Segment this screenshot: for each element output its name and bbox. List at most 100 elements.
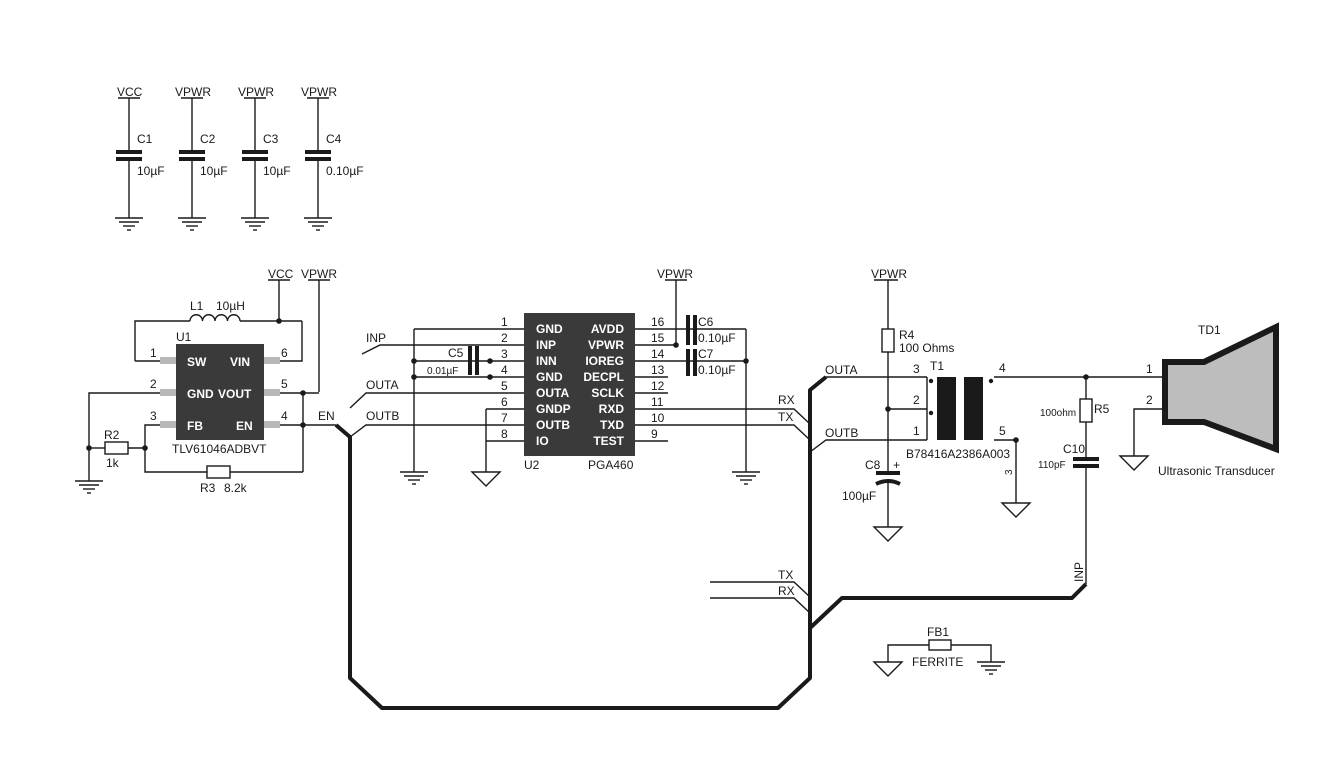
- rx-net-label: RX: [778, 393, 795, 407]
- ferrite-section: FB1 FERRITE: [873, 625, 1006, 677]
- ic-u1-body: [176, 344, 264, 440]
- u2-pin-num-4: 4: [501, 363, 508, 377]
- u2-pin-num-14: 14: [651, 347, 665, 361]
- u2-ref: U2: [524, 458, 540, 472]
- u2-pin-outb: OUTB: [536, 418, 570, 432]
- u2-pin-gnd: GND: [536, 322, 563, 336]
- decoupling-cap-c3: VPWR C3 10µF: [238, 85, 291, 231]
- u1-pin-en: EN: [236, 419, 253, 433]
- c10-value: 110pF: [1038, 460, 1066, 471]
- c8-plus: +: [893, 458, 900, 472]
- c3-ref: C3: [263, 132, 279, 146]
- c6-ref: C6: [698, 315, 714, 329]
- r2-ref: R2: [104, 428, 120, 442]
- u2-pin-num-6: 6: [501, 395, 508, 409]
- u2-pin-txd: TXD: [600, 418, 624, 432]
- td1-ref: TD1: [1198, 323, 1221, 337]
- u1-pin-num-6: 6: [281, 346, 288, 360]
- u2-pin-outa: OUTA: [536, 386, 569, 400]
- c2-value: 10µF: [200, 164, 228, 178]
- u1-pin-sw: SW: [187, 355, 207, 369]
- u2-pin-rxd: RXD: [599, 402, 625, 416]
- transducer-section: R5 100ohm C10 110pF INP 1 2 TD1 Ultrason…: [1038, 322, 1279, 584]
- ic-u2-body: [524, 313, 635, 456]
- u1-part: TLV61046ADBVT: [172, 442, 267, 456]
- u2-pin-avdd: AVDD: [591, 322, 624, 336]
- decoupling-cap-c4: VPWR C4 0.10µF: [301, 85, 364, 231]
- en-net-label: EN: [318, 409, 335, 423]
- l1-value: 10µH: [216, 299, 245, 313]
- t1-pin-2: 2: [913, 393, 920, 407]
- td1-pin-1: 1: [1146, 362, 1153, 376]
- r3-ref: R3: [200, 481, 216, 495]
- c4-net-label: VPWR: [301, 85, 337, 99]
- c5-ref: C5: [448, 346, 464, 360]
- r4-ref: R4: [899, 328, 915, 342]
- c5-value: 0.01µF: [427, 366, 458, 377]
- pga460-section: U2 PGA460 GND INP INN GND OUTA GNDP OUTB…: [349, 267, 811, 487]
- tx-net-label: TX: [778, 410, 793, 424]
- fb1-ref: FB1: [927, 625, 949, 639]
- r3-value: 8.2k: [224, 481, 248, 495]
- inp-net-label: INP: [366, 331, 386, 345]
- u2-pin-gndp: GNDP: [536, 402, 571, 416]
- u2-pin-num-7: 7: [501, 411, 508, 425]
- u1-pin-vin: VIN: [230, 355, 250, 369]
- u1-pin-num-3: 3: [150, 409, 157, 423]
- u2-vpwr-label: VPWR: [657, 267, 693, 281]
- c1-ref: C1: [137, 132, 153, 146]
- u2-pin-num-8: 8: [501, 427, 508, 441]
- signal-bus: [334, 375, 828, 710]
- boost-vpwr-label: VPWR: [301, 267, 337, 281]
- u2-pin-num-9: 9: [651, 427, 658, 441]
- u2-pin-sclk: SCLK: [591, 386, 624, 400]
- decoupling-cap-c1: VCC C1 10µF: [114, 85, 165, 231]
- r5-ref: R5: [1094, 402, 1110, 416]
- c2-ref: C2: [200, 132, 216, 146]
- resistor-r2: [104, 441, 129, 455]
- c4-ref: C4: [326, 132, 342, 146]
- u1-ref: U1: [176, 330, 192, 344]
- boost-converter-section: VCC VPWR L1 10µH U1 TLV61046ADBVT SW GND…: [74, 267, 337, 495]
- u2-pin-num-2: 2: [501, 331, 508, 345]
- tx-lower-net-label: TX: [778, 568, 793, 582]
- u2-pin-num-10: 10: [651, 411, 665, 425]
- c4-value: 0.10µF: [326, 164, 364, 178]
- t1-pin-5: 5: [999, 424, 1006, 438]
- u2-pin-num-12: 12: [651, 379, 665, 393]
- resistor-r5: [1079, 398, 1093, 423]
- u2-pin-num-1: 1: [501, 315, 508, 329]
- r2-value: 1k: [106, 456, 120, 470]
- u2-pin-gnd2: GND: [536, 370, 563, 384]
- inp-transducer-net-label: INP: [1072, 562, 1086, 582]
- c10-ref: C10: [1063, 442, 1085, 456]
- t1-pin-1: 1: [913, 424, 920, 438]
- t1-ref: T1: [930, 359, 944, 373]
- c8-value: 100µF: [842, 489, 876, 503]
- u2-pin-num-11: 11: [651, 395, 664, 409]
- u1-pin-num-5: 5: [281, 377, 288, 391]
- u2-pin-test: TEST: [593, 434, 624, 448]
- c7-value: 0.10µF: [698, 363, 736, 377]
- u2-pin-num-3: 3: [501, 347, 508, 361]
- t1-pin-3: 3: [913, 362, 920, 376]
- u2-part: PGA460: [588, 458, 634, 472]
- transformer-t1-secondary: [964, 377, 983, 440]
- r4-value: 100 Ohms: [899, 341, 954, 355]
- driver-vpwr-label: VPWR: [871, 267, 907, 281]
- u2-pin-vpwr: VPWR: [588, 338, 624, 352]
- t1-pin-3b: 3: [1004, 469, 1015, 475]
- u2-pin-num-5: 5: [501, 379, 508, 393]
- u2-pin-inn: INN: [536, 354, 557, 368]
- c3-net-label: VPWR: [238, 85, 274, 99]
- boost-vcc-label: VCC: [268, 267, 294, 281]
- outb-driver-net-label: OUTB: [825, 426, 858, 440]
- u1-pin-gnd: GND: [187, 387, 214, 401]
- decoupling-cap-c2: VPWR C2 10µF: [175, 85, 228, 231]
- u1-pin-num-4: 4: [281, 409, 288, 423]
- l1-ref: L1: [190, 299, 204, 313]
- inductor-l1: [189, 314, 241, 322]
- r5-value: 100ohm: [1040, 408, 1076, 419]
- fb1-label: FERRITE: [912, 655, 963, 669]
